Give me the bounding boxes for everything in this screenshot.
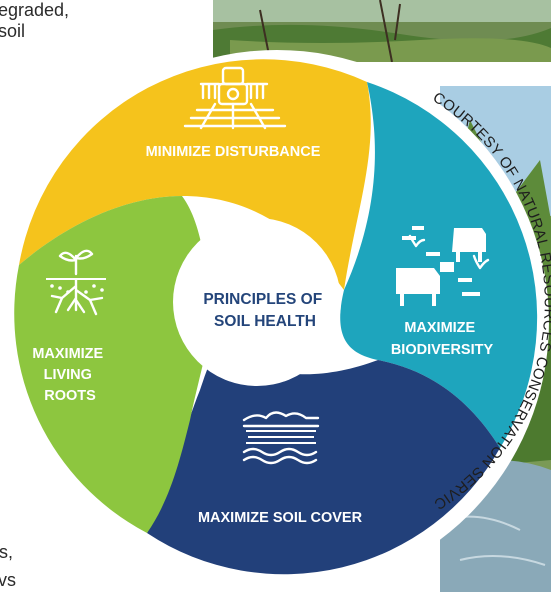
segment-label-minimize-disturbance: MINIMIZE DISTURBANCE — [146, 144, 321, 160]
article-text-fragment: s, — [0, 542, 14, 562]
center-title: PRINCIPLES OF SOIL HEALTH — [203, 291, 326, 330]
segment-maximize-biodiversity — [340, 82, 538, 448]
segment-label-maximize-living-roots: MAXIMIZE LIVING ROOTS — [32, 345, 107, 404]
article-text-fragment: egraded, — [0, 0, 70, 20]
segment-label-maximize-soil-cover: MAXIMIZE SOIL COVER — [198, 510, 363, 526]
segment-maximize-living-roots — [14, 196, 211, 533]
segment-maximize-soil-cover — [147, 336, 500, 575]
center-hub — [173, 218, 341, 386]
soil-layers-icon — [242, 411, 320, 465]
roots-icon — [46, 249, 106, 316]
segment-minimize-disturbance — [19, 59, 371, 290]
tractor-icon — [183, 66, 287, 130]
segment-label-maximize-biodiversity: MAXIMIZE BIODIVERSITY — [391, 319, 494, 358]
livestock-icon — [396, 226, 490, 306]
article-text-fragment: soil — [0, 21, 26, 41]
article-text-fragment: vs — [0, 570, 16, 590]
